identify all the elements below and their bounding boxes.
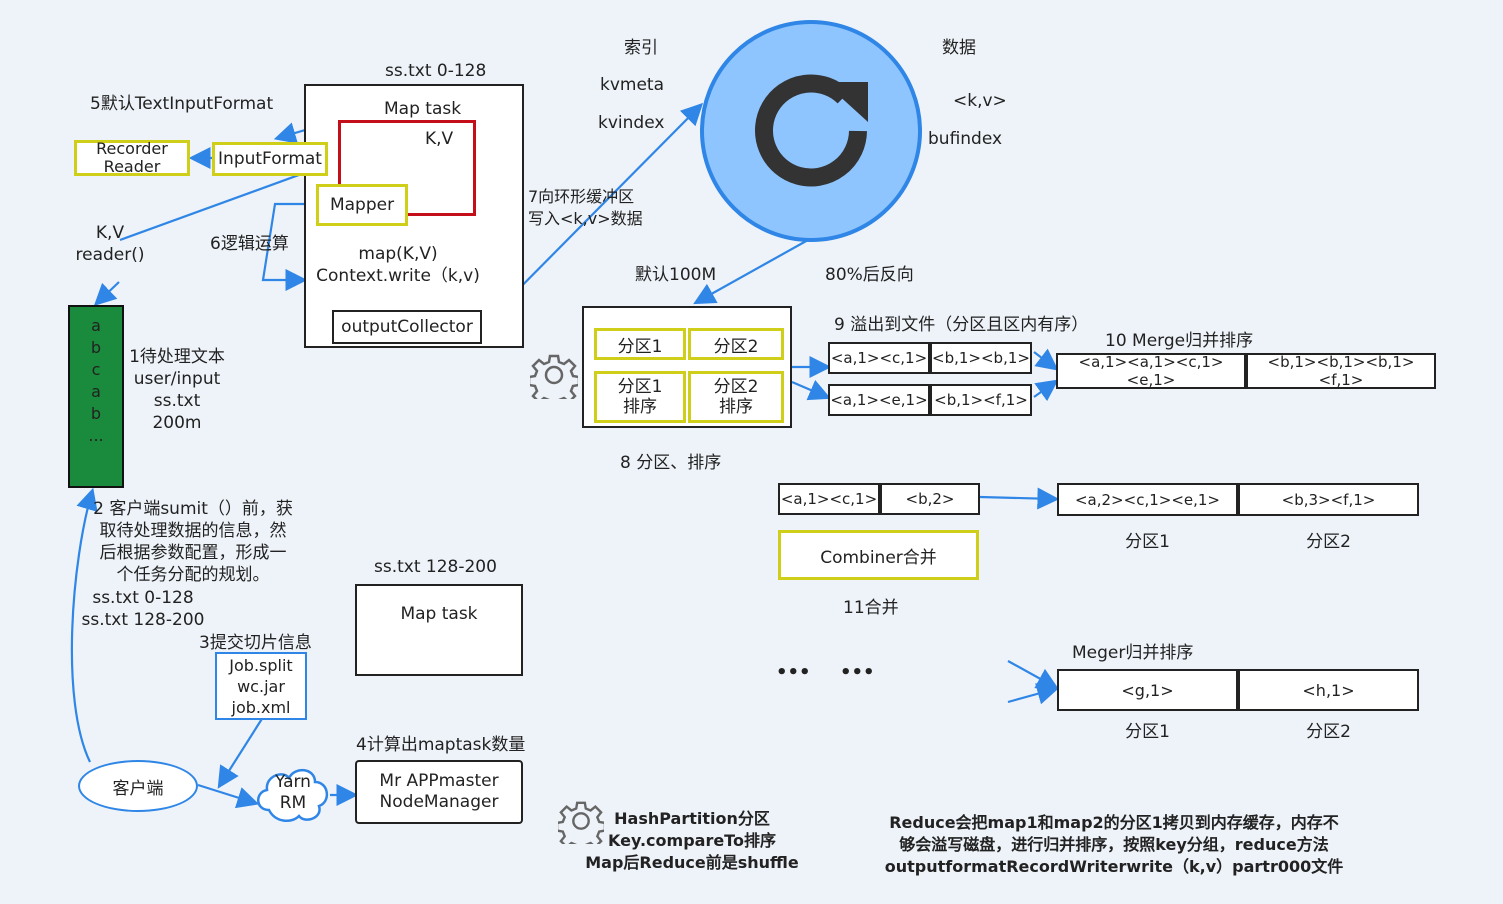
combine-in-c1: <a,1><c,1>	[778, 483, 880, 515]
output-collector-box[interactable]: outputCollector	[332, 310, 482, 344]
reduce-note: Reduce会把map1和map2的分区1拷贝到内存缓存，内存不 够会溢写磁盘，…	[884, 813, 1344, 876]
gear-icon	[530, 354, 578, 399]
input-format-box[interactable]: InputFormat	[212, 142, 328, 176]
step6-label: 6逻辑运算	[210, 234, 289, 254]
default-100m-label: 默认100M	[635, 265, 717, 285]
combine-label-1: 分区1	[1125, 532, 1170, 552]
step2-label: 2 客户端sumit（）前，获 取待处理数据的信息，然 后根据参数配置，形成一 …	[93, 499, 293, 585]
kvmeta-label: kvmeta	[600, 75, 665, 95]
index-label: 索引	[624, 38, 658, 58]
meger-c1: <g,1>	[1057, 669, 1238, 711]
pct80-label: 80%后反向	[825, 265, 914, 285]
meger-c2: <h,1>	[1238, 669, 1419, 711]
partition-2-sorted[interactable]: 分区2 排序	[688, 371, 784, 423]
bufindex-label: bufindex	[928, 129, 1003, 149]
merge-c2: <b,1><b,1><b,1><f,1>	[1246, 353, 1436, 389]
spill-r2-c2: <b,1><f,1>	[930, 384, 1032, 416]
map-task-label: Map task	[384, 99, 462, 119]
partition-1[interactable]: 分区1	[594, 328, 686, 360]
kv-reader-text: K,V reader()	[75, 223, 145, 265]
kvindex-label: kvindex	[598, 113, 665, 133]
meger-label-2: 分区2	[1306, 722, 1351, 742]
step11-label: 11合并	[843, 598, 899, 618]
yarn-label: Yarn RM	[275, 772, 311, 813]
ellipsis-2: •••	[840, 662, 875, 683]
step10-label: 10 Merge归并排序	[1105, 331, 1254, 351]
step5-label: 5默认TextInputFormat	[90, 94, 274, 114]
ellipsis-1: •••	[776, 662, 811, 683]
mr-app-master-box[interactable]: Mr APPmaster NodeManager	[355, 760, 523, 824]
mapper-box[interactable]: Mapper	[316, 184, 408, 226]
step7-label: 7向环形缓冲区 写入<k,v>数据	[528, 187, 643, 228]
split-label-0-128: ss.txt 0-128	[385, 61, 487, 81]
spill-r2-c1: <a,1><e,1>	[828, 384, 930, 416]
combine-out-c1: <a,2><c,1><e,1>	[1057, 483, 1238, 516]
job-files-box[interactable]: Job.split wc.jar job.xml	[215, 652, 307, 720]
partition-2[interactable]: 分区2	[688, 328, 784, 360]
step9-label: 9 溢出到文件（分区且区内有序）	[834, 315, 1089, 335]
combine-label-2: 分区2	[1306, 532, 1351, 552]
merge-c1: <a,1><a,1><c,1><e,1>	[1056, 353, 1246, 389]
split-list: ss.txt 0-128 ss.txt 128-200	[81, 588, 205, 630]
combiner-box[interactable]: Combiner合并	[778, 530, 979, 580]
combine-out-c2: <b,3><f,1>	[1238, 483, 1419, 516]
split-label-128-200: ss.txt 128-200	[374, 557, 497, 577]
map-task-box-2[interactable]: Map task	[355, 584, 523, 676]
data-label: 数据	[942, 38, 976, 58]
yarn-cloud-icon	[257, 769, 328, 823]
kv-angle-label: <k,v>	[953, 91, 1007, 111]
client-node[interactable]: 客户端	[78, 760, 198, 812]
meger-label-1: 分区1	[1125, 722, 1170, 742]
combine-in-c2: <b,2>	[880, 483, 980, 515]
kv-label: K,V	[425, 129, 454, 149]
partition-1-sorted[interactable]: 分区1 排序	[594, 371, 686, 423]
recorder-reader-box[interactable]: Recorder Reader	[74, 140, 190, 176]
file-contents: a b c a b ...	[88, 316, 104, 445]
spill-r1-c1: <a,1><c,1>	[828, 342, 930, 374]
step3-label: 3提交切片信息	[199, 633, 312, 653]
meger-title: Meger归并排序	[1072, 643, 1194, 663]
step8-label: 8 分区、排序	[620, 453, 722, 473]
gear-icon-2	[558, 801, 604, 844]
step4-label: 4计算出maptask数量	[356, 735, 526, 755]
ring-buffer-icon	[700, 20, 922, 242]
input-file-block[interactable]	[68, 305, 124, 488]
step1-label: 1待处理文本 user/input ss.txt 200m	[129, 347, 225, 433]
map-call-text: map(K,V) Context.write（k,v)	[316, 244, 480, 286]
shuffle-note: HashPartition分区 Key.compareTo排序 Map后Redu…	[585, 809, 799, 872]
spill-r1-c2: <b,1><b,1>	[930, 342, 1032, 374]
